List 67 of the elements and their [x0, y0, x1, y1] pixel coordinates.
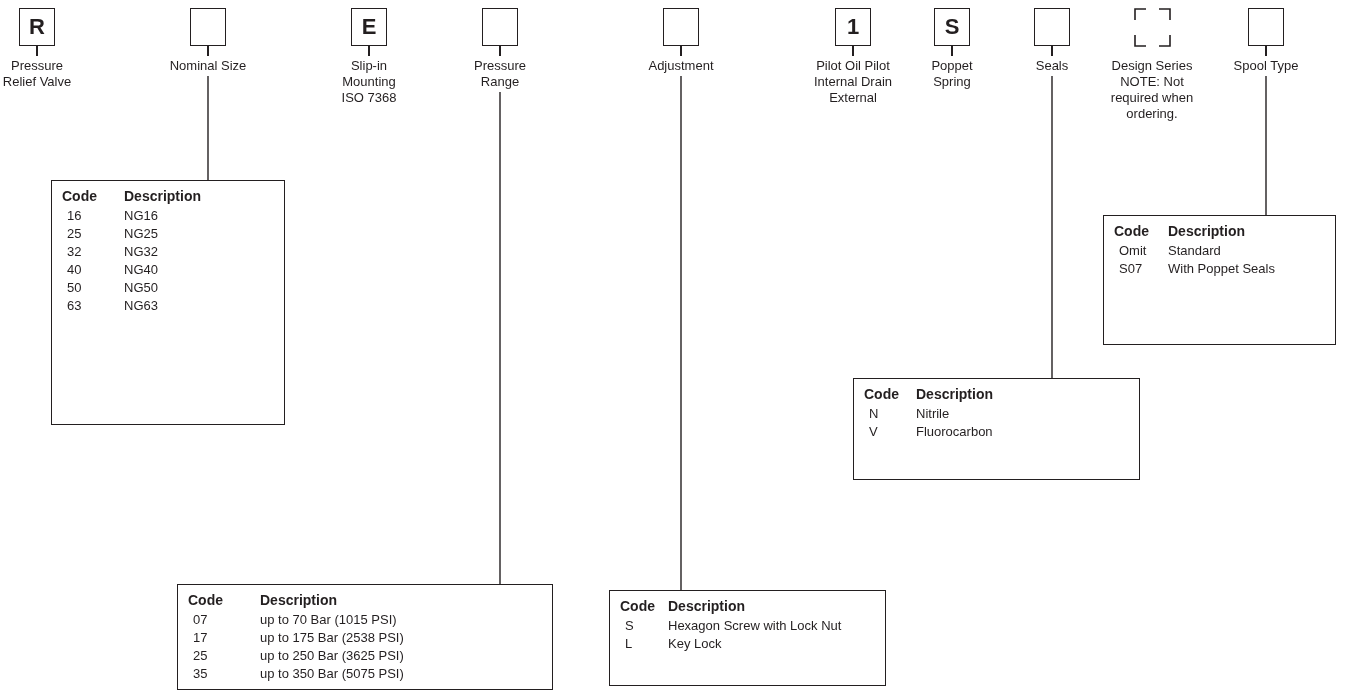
code-description: up to 175 Bar (2538 PSI)	[260, 629, 405, 647]
code-description: Hexagon Screw with Lock Nut	[668, 617, 843, 635]
code-value: 25	[66, 225, 83, 243]
code-value: 25	[192, 647, 209, 665]
code-table	[51, 180, 285, 425]
column-heading: Code	[864, 385, 900, 403]
field-caption: Adjustment	[648, 58, 714, 74]
column-heading: Description	[124, 187, 202, 205]
code-description: up to 250 Bar (3625 PSI)	[260, 647, 405, 665]
code-letter-box: S	[934, 8, 970, 46]
code-table	[609, 590, 886, 686]
code-value: L	[624, 635, 634, 653]
code-letter-box: E	[351, 8, 387, 46]
code-description: Nitrile	[916, 405, 951, 423]
code-value: 32	[66, 243, 83, 261]
code-description: Fluorocarbon	[916, 423, 994, 441]
code-value: S07	[1118, 260, 1144, 278]
code-value: 50	[66, 279, 83, 297]
field-caption: Poppet Spring	[930, 58, 974, 90]
column-heading: Description	[916, 385, 994, 403]
code-value: V	[868, 423, 879, 441]
leader-line	[1265, 75, 1267, 216]
code-description: up to 70 Bar (1015 PSI)	[260, 611, 398, 629]
leader-line	[680, 75, 682, 591]
code-letter-box: 1	[835, 8, 871, 46]
field-caption: Design Series	[1110, 58, 1194, 74]
field-caption: Pilot Oil Pilot Internal Drain External	[812, 58, 893, 106]
code-value: 16	[66, 207, 83, 225]
field-caption: Pressure Range	[473, 58, 527, 90]
field-caption: Nominal Size	[169, 58, 247, 74]
code-description: NG16	[124, 207, 159, 225]
code-value: 40	[66, 261, 83, 279]
code-value: 17	[192, 629, 209, 647]
code-description: Key Lock	[668, 635, 723, 653]
code-value: 07	[192, 611, 209, 629]
code-description: NG25	[124, 225, 159, 243]
column-heading: Description	[260, 591, 338, 609]
code-value: 63	[66, 297, 83, 315]
code-description: NG32	[124, 243, 159, 261]
leader-line	[207, 75, 209, 181]
field-caption: Seals	[1035, 58, 1069, 74]
field-caption: Pressure Relief Valve	[1, 58, 73, 90]
code-description: NG63	[124, 297, 159, 315]
field-caption: Spool Type	[1233, 58, 1299, 74]
code-description: up to 350 Bar (5075 PSI)	[260, 665, 405, 683]
code-description: NG50	[124, 279, 159, 297]
note-text: NOTE: Not required when ordering.	[1109, 74, 1195, 122]
code-table	[177, 584, 553, 690]
field-caption: Slip-in Mounting ISO 7368	[340, 58, 398, 106]
code-description: Standard	[1168, 242, 1222, 260]
column-heading: Code	[188, 591, 224, 609]
code-value: S	[624, 617, 635, 635]
column-heading: Code	[620, 597, 654, 615]
column-heading: Code	[62, 187, 98, 205]
code-value: 35	[192, 665, 209, 683]
code-table	[853, 378, 1140, 480]
code-value: Omit	[1118, 242, 1148, 260]
code-description: NG40	[124, 261, 159, 279]
code-table	[1103, 215, 1336, 345]
code-letter-box: R	[19, 8, 55, 46]
column-heading: Code	[1114, 222, 1150, 240]
leader-line	[1051, 75, 1053, 379]
code-value: N	[868, 405, 880, 423]
code-description: With Poppet Seals	[1168, 260, 1276, 278]
leader-line	[499, 91, 501, 585]
column-heading: Description	[668, 597, 746, 615]
column-heading: Description	[1168, 222, 1246, 240]
